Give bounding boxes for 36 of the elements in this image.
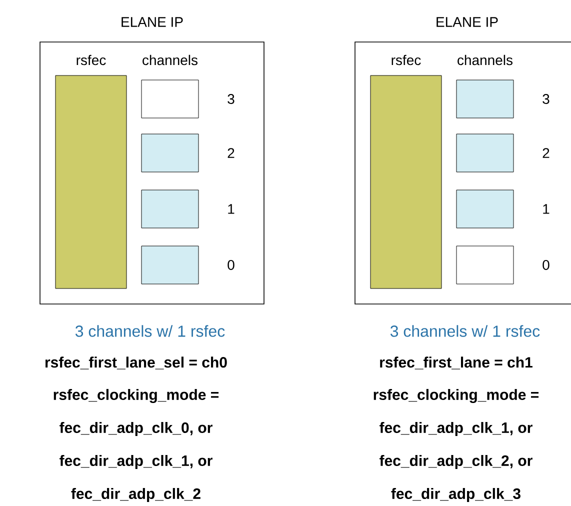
column-heading: channels <box>458 54 512 66</box>
channel-box <box>456 80 514 118</box>
node-label: ELANE IP <box>436 17 498 27</box>
config-text: fec_dir_adp_clk_0, or <box>60 422 212 436</box>
channel-number: 0 <box>542 260 550 270</box>
config-text: fec_dir_adp_clk_1, or <box>60 455 212 469</box>
channel-box <box>456 246 514 284</box>
channel-box <box>456 134 514 172</box>
channel-box <box>141 190 199 228</box>
rsfec-bar: rsfec <box>370 54 442 289</box>
config-text: fec_dir_adp_clk_2, or <box>380 455 532 469</box>
channel-box <box>141 80 199 118</box>
config-text: rsfec_first_lane_sel = ch0 <box>45 356 227 370</box>
channel-number: 3 <box>542 94 550 104</box>
config-text: fec_dir_adp_clk_3 <box>391 488 520 502</box>
channel-number: 3 <box>228 94 234 104</box>
channel-number: 1 <box>543 204 550 214</box>
channel-number: 2 <box>542 148 550 158</box>
node-label: 3 channels w/ 1 rsfec <box>75 325 225 337</box>
config-text: rsfec_first_lane = ch1 <box>380 356 532 370</box>
channel-box <box>141 246 199 284</box>
config-text: fec_dir_adp_clk_1, or <box>380 422 532 436</box>
channel-box <box>141 134 199 172</box>
node-label: rsfec <box>76 54 106 66</box>
channel-number: 0 <box>228 260 234 270</box>
config-text: rsfec_clocking_mode = <box>54 388 219 404</box>
channel-number: 2 <box>228 148 234 158</box>
channel-box <box>456 190 514 228</box>
node-label: 3 channels w/ 1 rsfec <box>390 325 540 337</box>
node-label: rsfec <box>392 54 421 66</box>
channel-number: 1 <box>228 204 234 214</box>
column-heading: channels <box>142 54 198 66</box>
node-label: ELANE IP <box>122 17 183 27</box>
rsfec-bar: rsfec <box>55 54 127 289</box>
config-text: fec_dir_adp_clk_2 <box>71 488 200 502</box>
config-text: rsfec_clocking_mode = <box>374 388 539 404</box>
